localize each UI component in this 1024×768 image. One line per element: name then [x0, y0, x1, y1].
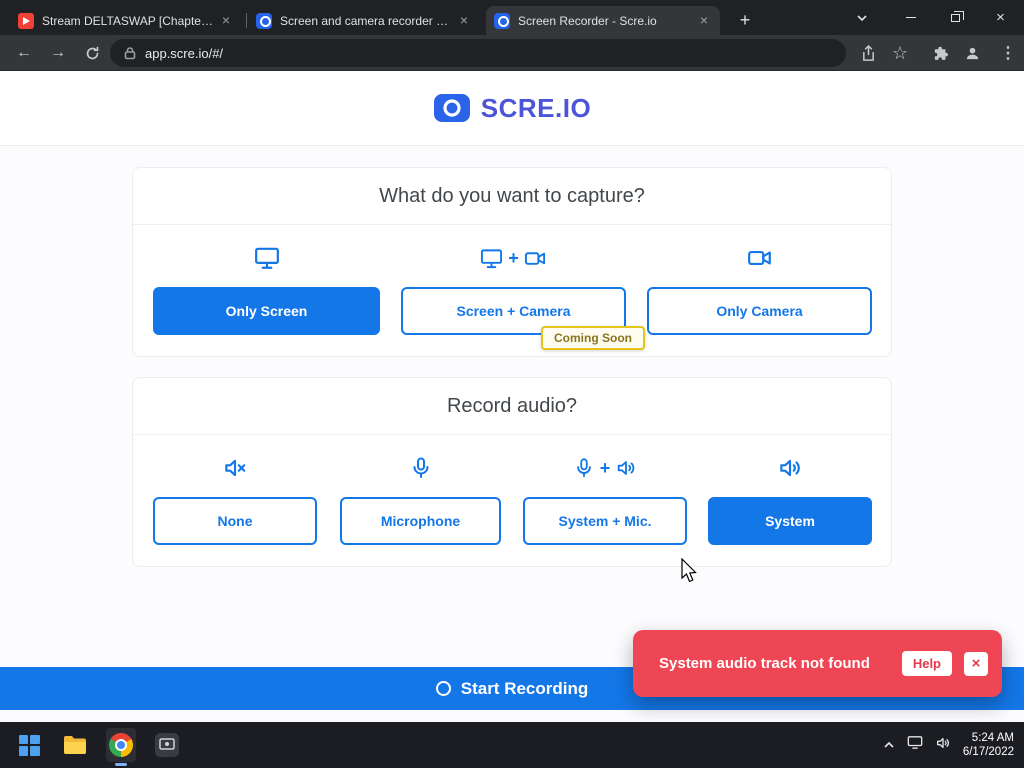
audio-card: Record audio? + None Microphone System +… [132, 377, 892, 567]
coming-soon-badge: Coming Soon [541, 326, 645, 350]
plus-icon: + [599, 457, 611, 478]
browser-toolbar: ← → app.scre.io/#/ ☆ ⋮ [0, 35, 1024, 71]
tab-title: Screen and camera recorder - Sc [280, 13, 452, 28]
microphone-icon [340, 452, 501, 484]
scre-favicon [494, 12, 510, 29]
windows-logo-icon [18, 734, 40, 756]
back-button[interactable]: ← [16, 44, 32, 61]
audio-microphone-button[interactable]: Microphone [340, 497, 501, 545]
bookmark-star-icon[interactable]: ☆ [891, 42, 909, 63]
reload-button[interactable] [80, 41, 104, 65]
forward-button[interactable]: → [50, 44, 66, 61]
audio-none-button[interactable]: None [153, 497, 317, 545]
tray-volume-icon[interactable] [935, 735, 951, 756]
audio-card-title: Record audio? [133, 378, 891, 435]
browser-menu-icon[interactable]: ⋮ [1000, 45, 1016, 62]
chrome-icon[interactable] [106, 728, 136, 762]
tab-title: Screen Recorder - Scre.io [518, 13, 657, 28]
clock-date: 6/17/2022 [962, 746, 1014, 758]
scre-logo-icon [433, 94, 470, 122]
address-bar[interactable]: app.scre.io/#/ [110, 39, 846, 67]
profile-avatar-icon[interactable] [960, 41, 984, 65]
mouse-cursor [680, 557, 698, 589]
screen-plus-camera-icon: + [401, 242, 626, 274]
site-header: SCRE.IO [0, 71, 1024, 146]
taskbar-clock[interactable]: 5:24 AM 6/17/2022 [963, 731, 1014, 760]
capture-card: What do you want to capture? + Only Scre… [132, 167, 892, 357]
share-icon[interactable] [856, 41, 880, 65]
window-restore-button[interactable] [933, 0, 978, 35]
start-recording-label: Start Recording [460, 678, 589, 698]
scre-logo-text: SCRE.IO [480, 92, 592, 123]
system-tray: 5:24 AM 6/17/2022 [883, 731, 1024, 760]
extensions-puzzle-icon[interactable] [928, 41, 952, 65]
window-minimize-button[interactable] [888, 0, 933, 35]
speaker-icon [708, 452, 872, 484]
toast-help-button[interactable]: Help [901, 651, 952, 676]
tray-display-icon[interactable] [907, 735, 923, 755]
muted-speaker-icon [153, 452, 317, 484]
tab-search-chevron-icon[interactable] [852, 8, 872, 28]
file-explorer-icon[interactable] [60, 728, 90, 762]
tray-chevron-up-icon[interactable] [883, 736, 895, 754]
scre-favicon [256, 12, 272, 29]
tab-close-icon[interactable]: × [459, 11, 469, 28]
audio-system-button[interactable]: System [708, 497, 872, 545]
tab-title: Stream DELTASWAP [Chapter 1] - [42, 13, 214, 28]
new-tab-button[interactable]: + [739, 9, 751, 30]
clock-time: 5:24 AM [971, 731, 1014, 744]
toast-message: System audio track not found [659, 655, 870, 672]
tab-close-icon[interactable]: × [221, 11, 231, 28]
screen-icon [153, 242, 380, 274]
window-close-button[interactable]: × [996, 9, 1005, 26]
capture-card-title: What do you want to capture? [133, 168, 891, 225]
record-circle-icon [435, 681, 451, 696]
browser-tab-stream[interactable]: Stream DELTASWAP [Chapter 1] - × [10, 6, 242, 35]
error-toast: System audio track not found Help × [633, 630, 1002, 697]
camera-icon [647, 242, 872, 274]
plus-icon: + [508, 247, 519, 268]
only-camera-button[interactable]: Only Camera [647, 287, 872, 335]
only-screen-button[interactable]: Only Screen [153, 287, 380, 335]
tab-close-icon[interactable]: × [699, 11, 709, 28]
start-button[interactable] [14, 728, 44, 762]
tab-separator [246, 13, 247, 28]
stream-favicon [18, 12, 34, 29]
recorder-app-icon[interactable] [152, 728, 182, 762]
scre-logo: SCRE.IO [433, 93, 591, 124]
lock-icon [124, 47, 136, 60]
taskbar-apps [14, 728, 182, 762]
url-text: app.scre.io/#/ [145, 45, 224, 61]
screen-camera-button[interactable]: Screen + Camera [401, 287, 626, 335]
toast-close-button[interactable]: × [964, 651, 988, 676]
browser-tab-scre-active[interactable]: Screen Recorder - Scre.io × [486, 6, 720, 35]
windows-taskbar: 5:24 AM 6/17/2022 [0, 722, 1024, 768]
audio-system-mic-button[interactable]: System + Mic. [523, 497, 687, 545]
mic-plus-speaker-icon: + [523, 452, 687, 484]
browser-tab-recorder-search[interactable]: Screen and camera recorder - Sc × [248, 6, 480, 35]
browser-titlebar: Stream DELTASWAP [Chapter 1] - × Screen … [0, 0, 1024, 35]
